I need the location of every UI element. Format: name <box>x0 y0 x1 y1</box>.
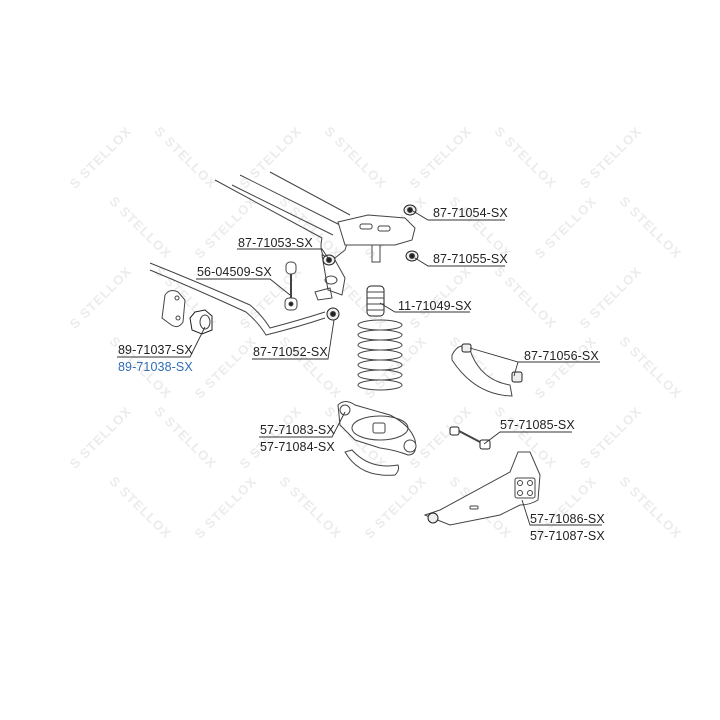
nut-87-71052 <box>326 307 340 321</box>
coil-spring <box>357 319 403 391</box>
part-label-57-71084-sx[interactable]: 57-71084-SX <box>260 440 335 454</box>
trailing-arm <box>423 451 541 526</box>
leader-lines <box>117 210 602 526</box>
part-label-57-71083-sx[interactable]: 57-71083-SX <box>260 423 335 437</box>
bushing-clamp <box>161 290 186 328</box>
part-label-87-71055-sx[interactable]: 87-71055-SX <box>433 252 508 266</box>
part-label-87-71053-sx[interactable]: 87-71053-SX <box>238 236 313 250</box>
part-label-89-71037-sx[interactable]: 89-71037-SX <box>118 343 193 357</box>
stabilizer-link <box>284 261 298 311</box>
upper-control-arm <box>451 343 523 397</box>
part-label-87-71052-sx[interactable]: 87-71052-SX <box>253 345 328 359</box>
part-label-87-71054-sx[interactable]: 87-71054-SX <box>433 206 508 220</box>
lower-spring-arm <box>337 401 417 476</box>
part-label-56-04509-sx[interactable]: 56-04509-SX <box>197 265 272 279</box>
nut-87-71055 <box>405 250 419 262</box>
nut-87-71053 <box>322 254 336 266</box>
stabilizer-bushing <box>189 309 213 335</box>
part-label-87-71056-sx[interactable]: 87-71056-SX <box>524 349 599 363</box>
lateral-link <box>449 426 491 450</box>
part-label-57-71086-sx[interactable]: 57-71086-SX <box>530 512 605 526</box>
nut-87-71054 <box>403 204 417 216</box>
bump-stop <box>366 285 385 317</box>
part-label-89-71038-sx-highlighted[interactable]: 89-71038-SX <box>118 360 193 374</box>
part-label-57-71085-sx[interactable]: 57-71085-SX <box>500 418 575 432</box>
stabilizer-bar <box>149 262 326 336</box>
part-label-57-71087-sx[interactable]: 57-71087-SX <box>530 529 605 543</box>
part-label-11-71049-sx[interactable]: 11-71049-SX <box>398 299 472 313</box>
